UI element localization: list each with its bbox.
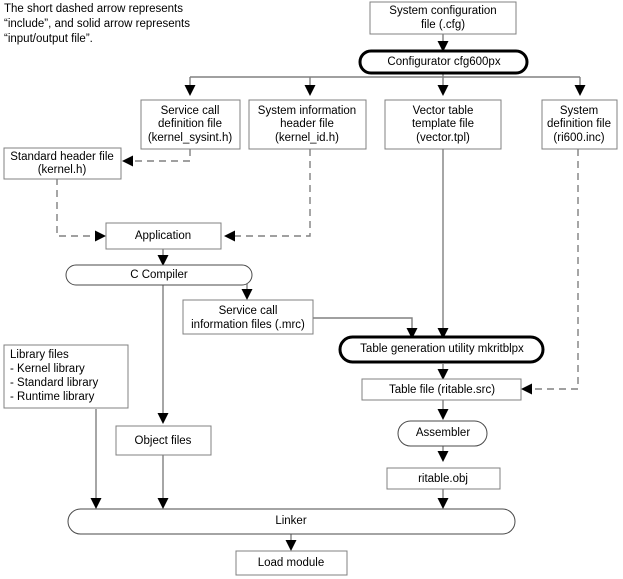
edge-sysint-to-kernelh	[122, 149, 191, 167]
node-configurator[interactable]: Configurator cfg600px	[358, 49, 529, 75]
edge-objectfiles-to-linker	[157, 455, 169, 509]
legend-line-1: The short dashed arrow represents	[4, 3, 183, 15]
system-info-header-line-2: header file	[280, 118, 334, 130]
edge-vectortpl-to-mkritblpx	[437, 149, 449, 339]
table-file-label: Table file (ritable.src)	[389, 384, 495, 396]
edge-libraryfiles-to-linker	[90, 409, 102, 509]
system-info-header-line-1: System information	[258, 105, 356, 117]
edge-ritableobj-to-linker	[437, 489, 449, 509]
system-config-line-2: file (.cfg)	[421, 19, 465, 31]
system-info-header-line-3: (kernel_id.h)	[275, 132, 339, 144]
edge-kernelh-to-application	[56, 178, 106, 242]
node-assembler[interactable]: Assembler	[397, 420, 488, 447]
legend-line-2: “include”, and solid arrow represents	[4, 18, 190, 30]
mrc-line-2: information files (.mrc)	[191, 319, 305, 331]
node-vector-table-template-file[interactable]: Vector table template file (vector.tpl)	[384, 99, 502, 150]
node-table-generation-utility[interactable]: Table generation utility mkritblpx	[338, 335, 545, 364]
node-library-files[interactable]: Library files - Kernel library - Standar…	[3, 344, 129, 409]
node-c-compiler[interactable]: C Compiler	[65, 264, 253, 286]
edge-tablefile-to-assembler	[437, 399, 449, 420]
object-files-label: Object files	[135, 435, 192, 447]
service-call-def-line-3: (kernel_sysint.h)	[148, 132, 233, 144]
system-def-line-2: definition file	[547, 118, 611, 130]
node-system-definition-file[interactable]: System definition file (ri600.inc)	[541, 99, 618, 150]
legend-note: The short dashed arrow represents “inclu…	[4, 3, 190, 45]
edge-kernelid-to-application	[224, 149, 311, 242]
service-call-def-line-2: definition file	[158, 118, 222, 130]
library-files-line-2: - Kernel library	[10, 363, 85, 375]
standard-header-line-1: Standard header file	[10, 151, 114, 163]
configurator-label: Configurator cfg600px	[387, 56, 500, 68]
mrc-line-1: Service call	[219, 305, 278, 317]
node-load-module[interactable]: Load module	[235, 550, 348, 576]
library-files-line-3: - Standard library	[10, 377, 98, 389]
node-system-information-header-file[interactable]: System information header file (kernel_i…	[248, 99, 367, 150]
node-object-files[interactable]: Object files	[115, 425, 212, 456]
edge-assembler-to-ritableobj	[437, 446, 449, 462]
edge-mrc-to-mkritblpx	[313, 317, 418, 339]
node-standard-header-file[interactable]: Standard header file (kernel.h)	[3, 147, 122, 180]
application-label: Application	[135, 230, 191, 242]
node-table-file[interactable]: Table file (ritable.src)	[361, 378, 522, 401]
node-ritable-obj[interactable]: ritable.obj	[386, 467, 501, 490]
edge-linker-to-loadmodule	[285, 534, 297, 551]
edge-ccompiler-to-mrc	[241, 284, 253, 300]
edge-ri600inc-to-tablefile	[521, 149, 579, 395]
system-def-line-1: System	[560, 105, 598, 117]
library-files-line-1: Library files	[10, 349, 69, 361]
ritable-obj-label: ritable.obj	[418, 473, 468, 485]
node-system-config-file[interactable]: System configuration file (.cfg)	[369, 1, 517, 35]
load-module-label: Load module	[258, 557, 325, 569]
assembler-label: Assembler	[416, 427, 470, 439]
legend-line-3: “input/output file”.	[4, 33, 93, 45]
edge-application-to-ccompiler	[157, 249, 169, 266]
edge-ccompiler-to-objectfiles	[157, 284, 169, 424]
edge-configurator-fanout	[184, 72, 586, 96]
edge-mkritblpx-to-tablefile	[437, 364, 449, 380]
vector-tpl-line-2: template file	[412, 118, 474, 130]
node-service-call-definition-file[interactable]: Service call definition file (kernel_sys…	[140, 99, 241, 150]
edge-config-to-configurator	[437, 33, 449, 52]
node-application[interactable]: Application	[105, 222, 222, 250]
system-def-line-3: (ri600.inc)	[553, 132, 604, 144]
system-config-line-1: System configuration	[389, 5, 496, 17]
standard-header-line-2: (kernel.h)	[38, 164, 87, 176]
node-service-call-information-files[interactable]: Service call information files (.mrc)	[182, 299, 314, 335]
service-call-def-line-1: Service call	[161, 105, 220, 117]
table-gen-label: Table generation utility mkritblpx	[360, 343, 524, 355]
library-files-line-4: - Runtime library	[10, 391, 95, 403]
c-compiler-label: C Compiler	[130, 269, 188, 281]
vector-tpl-line-1: Vector table	[413, 105, 474, 117]
linker-label: Linker	[275, 515, 306, 527]
vector-tpl-line-3: (vector.tpl)	[416, 132, 470, 144]
node-linker[interactable]: Linker	[67, 508, 516, 535]
